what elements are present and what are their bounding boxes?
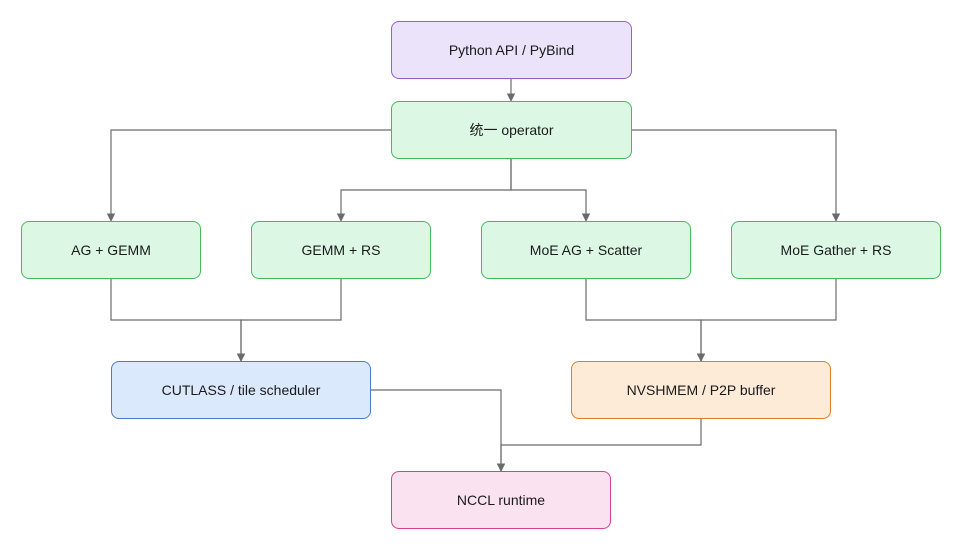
node-ag-gemm: AG + GEMM — [21, 221, 201, 279]
edge-ag-gemm-to-cutlass — [110, 279, 246, 362]
edge-operator-to-gemm-rs — [336, 159, 512, 222]
node-gemm-rs: GEMM + RS — [251, 221, 431, 279]
edge-moe-gather-rs-to-nvshmem — [696, 279, 837, 362]
edge-operator-to-moe-ag-scatter — [510, 159, 591, 222]
node-nvshmem: NVSHMEM / P2P buffer — [571, 361, 831, 419]
edge-moe-ag-scatter-to-nvshmem — [585, 279, 706, 362]
edge-cutlass-to-nccl — [371, 389, 506, 472]
node-python-api: Python API / PyBind — [391, 21, 632, 79]
node-nccl-runtime: NCCL runtime — [391, 471, 611, 529]
edge-nvshmem-to-nccl — [496, 419, 702, 472]
node-gemm-rs-label: GEMM + RS — [301, 242, 381, 258]
node-nccl-runtime-label: NCCL runtime — [456, 492, 546, 508]
node-nvshmem-label: NVSHMEM / P2P buffer — [626, 382, 776, 398]
node-moe-ag-scatter: MoE AG + Scatter — [481, 221, 691, 279]
node-unified-operator: 统一 operator — [391, 101, 632, 159]
node-python-api-label: Python API / PyBind — [448, 42, 575, 58]
node-cutlass-label: CUTLASS / tile scheduler — [161, 382, 321, 398]
node-unified-operator-label: 统一 operator — [469, 122, 554, 138]
node-moe-gather-rs-label: MoE Gather + RS — [780, 242, 892, 258]
node-moe-ag-scatter-label: MoE AG + Scatter — [529, 242, 643, 258]
node-cutlass: CUTLASS / tile scheduler — [111, 361, 371, 419]
edge-operator-to-ag-gemm — [106, 129, 391, 222]
edge-gemm-rs-to-cutlass — [236, 279, 342, 362]
node-ag-gemm-label: AG + GEMM — [71, 242, 151, 258]
edge-operator-to-moe-gather-rs — [632, 129, 841, 222]
node-moe-gather-rs: MoE Gather + RS — [731, 221, 941, 279]
